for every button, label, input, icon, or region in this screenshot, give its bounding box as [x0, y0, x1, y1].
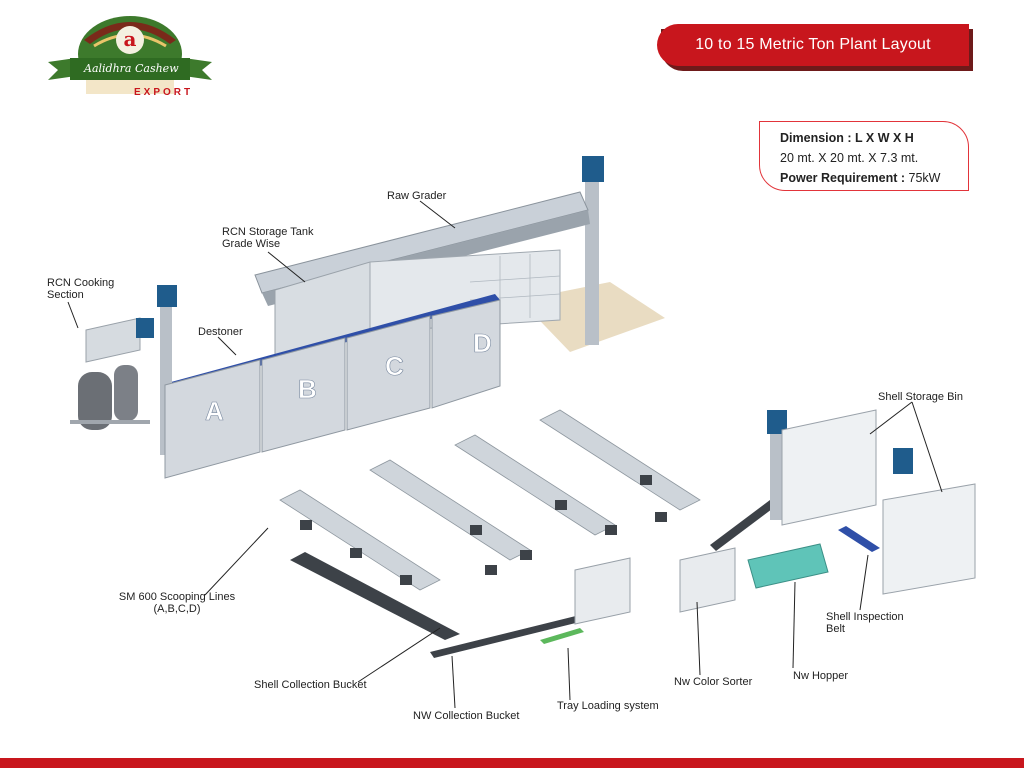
- shell-storage-bin-1: [781, 409, 877, 526]
- nw-color-sorter: [679, 547, 736, 613]
- dimension-value: 20 mt. X 20 mt. X 7.3 mt.: [780, 151, 919, 165]
- callout-rcn-storage-line1: RCN Storage Tank: [222, 226, 314, 238]
- dimension-label: Dimension : L X W X H: [780, 131, 914, 145]
- page-title: 10 to 15 Metric Ton Plant Layout: [657, 24, 969, 66]
- callout-leaders: [67, 200, 943, 709]
- shell-collection-conveyor: [290, 552, 460, 640]
- company-logo: a Aalidhra Cashew EXPORT: [46, 10, 214, 98]
- cooking-vessel-1: [78, 372, 112, 430]
- section-label-b: B: [298, 374, 317, 404]
- logo-monogram: a: [124, 27, 137, 51]
- callout-nw-color-sorter: Nw Color Sorter: [674, 676, 753, 688]
- callout-rcn-cooking-line1: RCN Cooking: [47, 277, 115, 289]
- callout-tray-loading: Tray Loading system: [557, 700, 659, 712]
- callout-scooping-line1: SM 600 Scooping Lines: [118, 591, 236, 603]
- callout-shell-inspection-line2: Belt: [826, 623, 845, 635]
- shell-elevator-1: [770, 415, 782, 520]
- section-label-c: C: [385, 351, 404, 381]
- shell-storage-bin-2: [882, 483, 976, 595]
- callout-shell-storage-bin: Shell Storage Bin: [878, 391, 963, 403]
- logo-emblem: a: [48, 16, 212, 94]
- cooking-vessel-2: [114, 365, 138, 421]
- tray-loading-belt: [540, 628, 584, 644]
- callout-rcn-cooking-line2: Section: [47, 289, 84, 301]
- scooping-motors: [300, 475, 667, 585]
- section-label-a: A: [205, 396, 224, 426]
- grader-elevator: [585, 165, 599, 345]
- title-banner: 10 to 15 Metric Ton Plant Layout: [657, 24, 973, 71]
- section-label-d: D: [473, 328, 492, 358]
- nw-collection-conveyor: [430, 610, 604, 658]
- power-value: 75kW: [908, 171, 941, 185]
- section-cages: [164, 299, 501, 479]
- callout-shell-inspection-line1: Shell Inspection: [826, 611, 904, 623]
- dimension-info-box: Dimension : L X W X H 20 mt. X 20 mt. X …: [759, 121, 969, 191]
- logo-brand-text: Aalidhra Cashew: [84, 62, 179, 75]
- callout-raw-grader: Raw Grader: [387, 190, 447, 202]
- power-label: Power Requirement :: [780, 171, 906, 185]
- callout-scooping-line2: (A,B,C,D): [153, 603, 201, 615]
- callout-nw-collection-bucket: NW Collection Bucket: [413, 710, 520, 722]
- shell-inspection-belt: [838, 526, 880, 552]
- callout-destoner: Destoner: [198, 326, 243, 338]
- callout-nw-hopper: Nw Hopper: [793, 670, 849, 682]
- scooping-lines: [279, 409, 701, 591]
- bottom-accent-bar: [0, 758, 1024, 768]
- nw-hopper: [747, 543, 829, 589]
- rcn-cooking-hopper: [85, 317, 141, 363]
- tray-loading-unit: [574, 557, 631, 625]
- callout-shell-collection-bucket: Shell Collection Bucket: [254, 679, 367, 691]
- logo-export-text: EXPORT: [134, 87, 194, 98]
- callout-rcn-storage-line2: Grade Wise: [222, 238, 281, 250]
